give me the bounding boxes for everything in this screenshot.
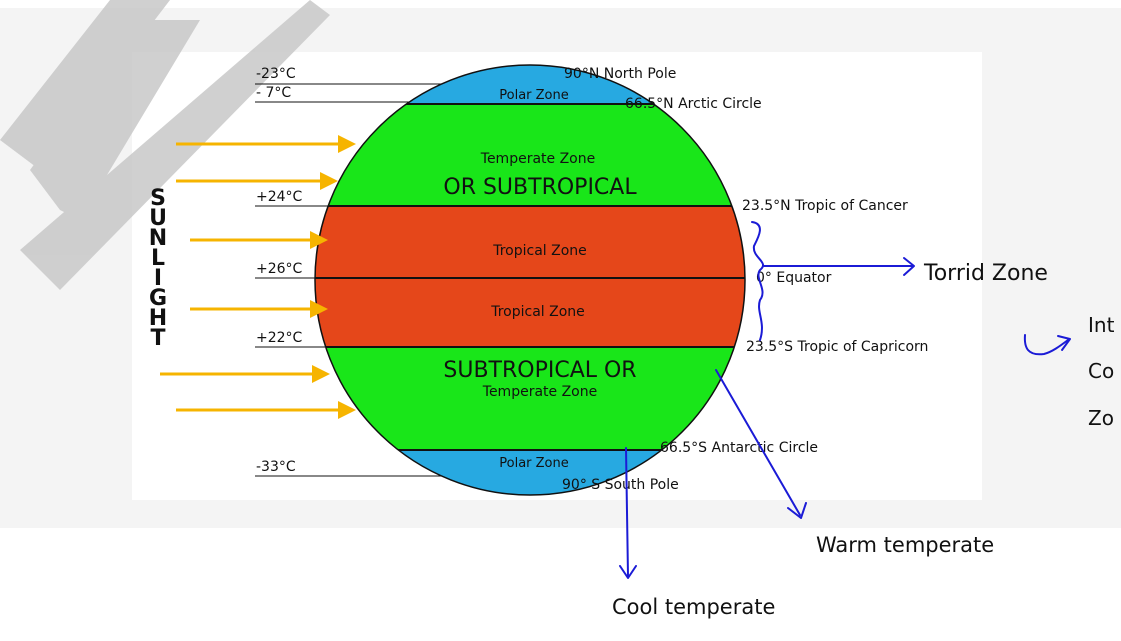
cool-temperate-annotation: Cool temperate xyxy=(612,595,775,619)
temp-south-pole: -33°C xyxy=(256,459,296,475)
globe xyxy=(315,65,745,495)
polar-zone-south-label: Polar Zone xyxy=(499,456,568,471)
temperate-zone-south-label: Temperate Zone xyxy=(482,384,597,400)
sun-arrow xyxy=(190,300,328,318)
sun-arrows xyxy=(160,135,356,419)
tropical-zone xyxy=(315,206,745,347)
warm-temperate-annotation: Warm temperate xyxy=(816,533,994,557)
intermediate-arrowhead xyxy=(1057,335,1071,351)
temp-arctic: - 7°C xyxy=(256,85,291,101)
label-equator: 0° Equator xyxy=(756,270,832,286)
cool-arrow-line xyxy=(625,447,629,577)
label-tropic-capricorn: 23.5°S Tropic of Capricorn xyxy=(746,339,928,355)
label-antarctic-circle: 66.5°S Antarctic Circle xyxy=(660,440,818,456)
warm-arrowhead xyxy=(787,502,807,519)
subtropical-north-label: OR SUBTROPICAL xyxy=(443,175,637,200)
subtropical-south-label: SUBTROPICAL OR xyxy=(443,358,636,383)
intermediate-annotation-line1: Int xyxy=(1088,313,1115,337)
watermark xyxy=(0,0,330,290)
handwritten-annotations xyxy=(619,221,1071,579)
sun-arrow xyxy=(190,231,328,249)
intermediate-annotation-line3: Zo xyxy=(1088,406,1114,430)
warm-arrow-line xyxy=(715,369,801,516)
temp-capricorn: +22°C xyxy=(256,330,303,346)
polar-zone-north-label: Polar Zone xyxy=(499,88,568,103)
cool-arrowhead xyxy=(619,565,637,579)
sun-arrow xyxy=(160,365,330,383)
torrid-arrowhead xyxy=(903,257,915,276)
sun-arrow xyxy=(176,172,338,190)
intermediate-arrow-line xyxy=(1023,334,1069,356)
temp-cancer: +24°C xyxy=(256,189,303,205)
temperate-zone-north-label: Temperate Zone xyxy=(480,151,595,167)
sun-arrow xyxy=(176,135,356,153)
label-tropic-cancer: 23.5°N Tropic of Cancer xyxy=(742,198,908,214)
temp-north-pole: -23°C xyxy=(256,66,296,82)
temperate-zone-south xyxy=(315,347,745,450)
tropical-zone-south-label: Tropical Zone xyxy=(490,304,585,320)
tropical-zone-north-label: Tropical Zone xyxy=(492,243,587,259)
label-south-pole: 90° S South Pole xyxy=(562,477,679,493)
label-arctic-circle: 66.5°N Arctic Circle xyxy=(625,96,762,112)
globe-outline xyxy=(314,64,746,496)
sun-arrow xyxy=(176,401,356,419)
temperate-zone-north xyxy=(315,104,745,206)
temp-equator: +26°C xyxy=(256,261,303,277)
torrid-zone-annotation: Torrid Zone xyxy=(923,261,1048,286)
brace-mark xyxy=(751,221,764,341)
label-north-pole: 90°N North Pole xyxy=(564,66,676,82)
intermediate-annotation-line2: Co xyxy=(1088,359,1114,383)
